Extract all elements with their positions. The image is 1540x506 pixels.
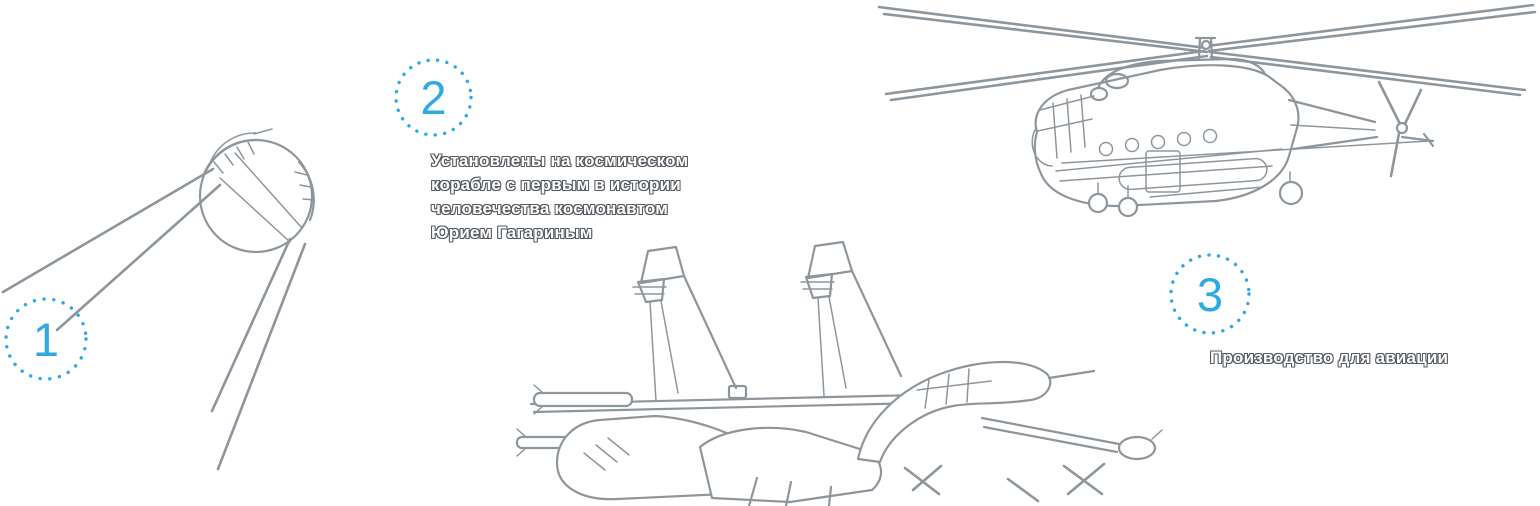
marker-number: 1 [32,312,60,366]
marker-1: 1 [4,297,88,381]
marker-2: 2 [394,58,473,137]
dotted-circle-icon [1169,253,1251,335]
dotted-circle-icon [4,297,88,381]
sputnik-illustration [1,128,315,471]
caption-marker-2: Установлены на космическом корабле с пер… [431,151,689,242]
helicopter-illustration [877,3,1537,218]
fighter-jet-illustration [515,240,1163,506]
marker-3: 3 [1169,253,1251,335]
marker-number: 2 [420,71,447,124]
caption-marker-3: Производство для авиации [1210,348,1449,367]
marker-number: 3 [1196,267,1224,321]
dotted-circle-icon [394,58,473,137]
